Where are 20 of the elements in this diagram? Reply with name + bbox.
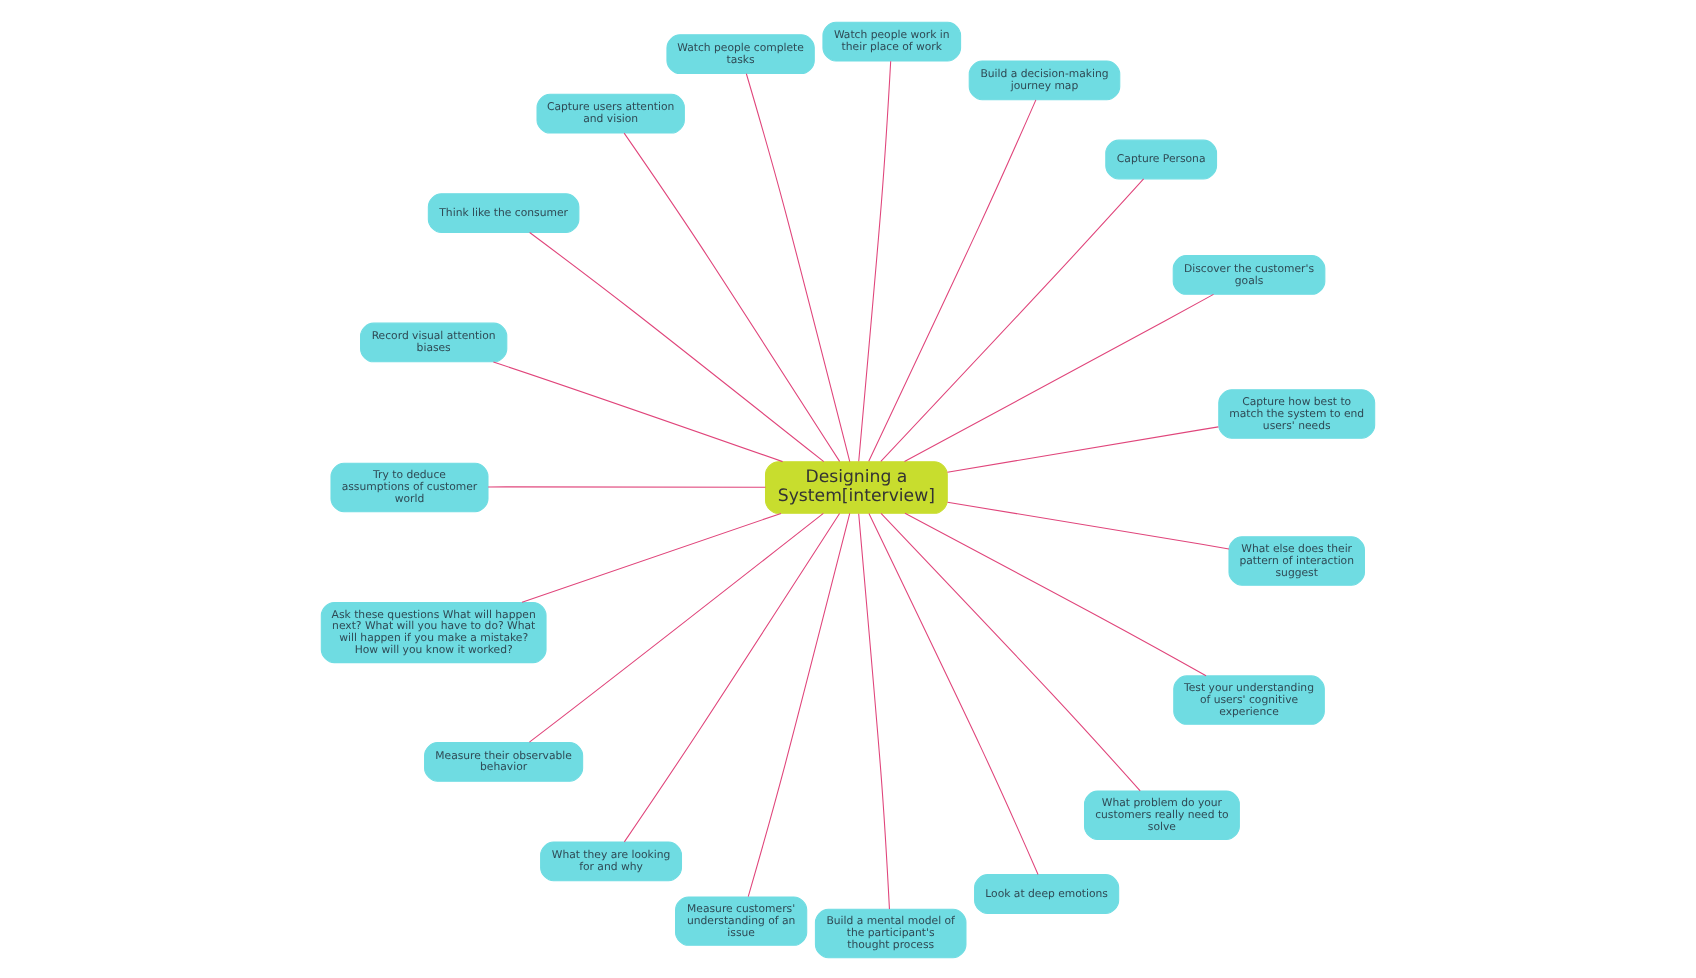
- connector: [521, 511, 782, 602]
- connector: [747, 511, 851, 897]
- connector: [903, 292, 1215, 462]
- connector: [745, 72, 851, 462]
- connector: [487, 485, 766, 487]
- connector: [623, 131, 841, 461]
- connector: [868, 98, 1037, 461]
- connector: [880, 177, 1145, 461]
- node-box: Designing a System[interview]: [765, 460, 948, 513]
- connector: [946, 500, 1230, 549]
- connector: [492, 360, 784, 462]
- connector: [858, 59, 892, 461]
- connector: [529, 231, 825, 462]
- connector: [946, 425, 1219, 472]
- connector: [623, 512, 841, 842]
- connector: [868, 512, 1039, 874]
- connector: [880, 511, 1141, 791]
- connector: [528, 511, 824, 742]
- connector: [904, 511, 1207, 676]
- connector: [858, 512, 890, 909]
